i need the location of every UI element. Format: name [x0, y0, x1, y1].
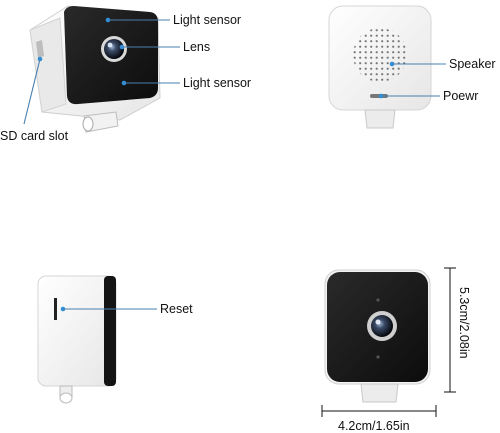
camera-front-angled: Light sensor Lens Light sensor SD card s… [0, 5, 251, 143]
power-label: Poewr [443, 89, 478, 103]
camera-side: Reset [37, 275, 193, 404]
camera-front-dimensions: 5.3cm/2.08in 4.2cm/1.65in [321, 267, 471, 433]
speaker-grille [353, 28, 407, 82]
reset-hole [54, 298, 57, 320]
sd-card-slot-label: SD card slot [0, 129, 69, 143]
reset-label: Reset [160, 302, 193, 316]
sd-card-slot [36, 40, 44, 58]
side-face-edge [104, 276, 116, 386]
mount-screw [59, 392, 73, 404]
leader-line [23, 58, 41, 125]
speaker-label: Speaker [449, 57, 496, 71]
light-sensor-icon [376, 298, 380, 302]
mount-stub [364, 109, 396, 129]
lens-label: Lens [183, 40, 210, 54]
light-sensor-top-label: Light sensor [173, 13, 241, 27]
light-sensor-icon [376, 355, 380, 359]
lens-icon [371, 315, 393, 337]
light-sensor-bottom-label: Light sensor [183, 76, 251, 90]
height-dimension-label: 5.3cm/2.08in [457, 287, 471, 359]
mount-stub [360, 383, 399, 403]
sd-card-slot-panel [29, 17, 67, 113]
camera-back: Speaker Poewr [328, 5, 496, 129]
width-dimension-label: 4.2cm/1.65in [338, 419, 410, 433]
